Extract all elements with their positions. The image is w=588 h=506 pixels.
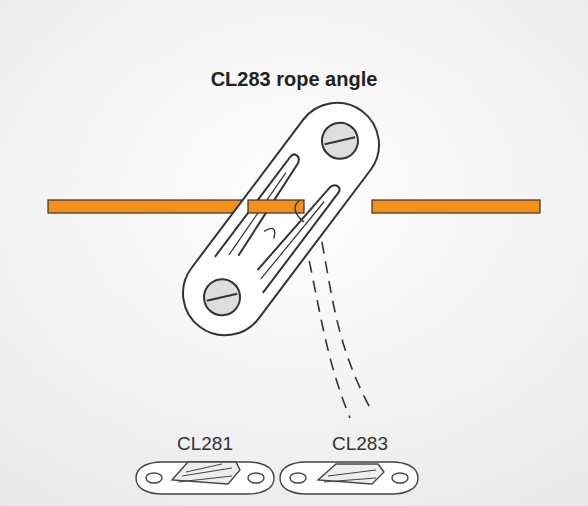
- part-name: CL283: [332, 433, 388, 455]
- part-name: CL281: [177, 433, 233, 455]
- diagram-title: CL283 rope angle: [211, 68, 378, 91]
